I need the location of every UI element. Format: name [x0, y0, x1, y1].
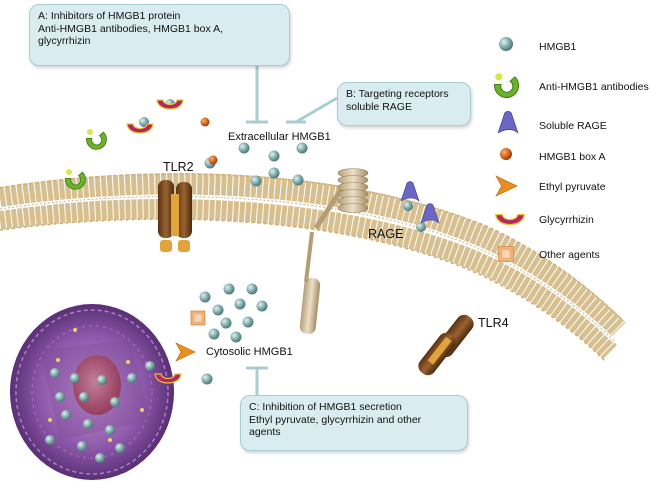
hmgb1-molecule [95, 453, 105, 463]
hmgb1-box-a-molecule [208, 155, 218, 165]
hmgb1-molecule [201, 373, 213, 385]
hmgb1-molecule [292, 174, 304, 186]
hmgb1-molecule [250, 175, 262, 187]
inhibitor-agents [65, 99, 440, 384]
hmgb1-molecule [55, 392, 65, 402]
tlr4-label: TLR4 [478, 316, 509, 330]
callout-c-secretion-inhibition: C: Inhibition of HMGB1 secretion Ethyl p… [240, 395, 468, 451]
callout-a-line2: Anti-HMGB1 antibodies, HMGB1 box A, [38, 22, 223, 35]
legend-label-box-a: HMGB1 box A [539, 151, 606, 163]
hmgb1-molecule [268, 167, 280, 179]
callout-a-title: A: Inhibitors of HMGB1 protein [38, 10, 181, 22]
legend-label-other-agents: Other agents [539, 249, 600, 261]
hmgb1-molecule [105, 425, 115, 435]
legend-label-hmgb1: HMGB1 [539, 41, 577, 53]
ethyl-pyruvate-icon [495, 175, 518, 197]
ethyl-pyruvate-molecule [175, 342, 196, 362]
callout-a-line3: glycyrrhizin [38, 35, 91, 47]
hmgb1-molecule [403, 201, 413, 211]
hmgb1-molecule [220, 317, 232, 329]
soluble-rage-molecule [420, 203, 440, 224]
tlr4-receptor [418, 314, 474, 376]
callout-b-title: B: Targeting receptors [346, 88, 449, 100]
hmgb1-molecule [212, 304, 224, 316]
hmgb1-molecule [127, 373, 137, 383]
hmgb1-molecule [234, 298, 246, 310]
glycyrrhizin-icon [494, 213, 526, 226]
tlr2-label: TLR2 [163, 160, 194, 174]
hmgb1-molecule [50, 368, 60, 378]
hmgb1-molecule [223, 283, 235, 295]
hmgb1-sphere-icon [499, 37, 513, 51]
inhibition-lines [246, 66, 338, 395]
cell-nucleus [10, 304, 174, 480]
cell-membrane [0, 173, 626, 363]
hmgb1-molecule [79, 392, 89, 402]
hmgb1-molecule [77, 441, 87, 451]
hmgb1-box-a-molecule [200, 117, 210, 127]
legend-label-ethyl-pyruvate: Ethyl pyruvate [539, 181, 606, 193]
hmgb1-molecule [246, 283, 258, 295]
hmgb1-molecule [61, 410, 71, 420]
hmgb1-molecule [115, 443, 125, 453]
soluble-rage-molecule [400, 181, 420, 202]
anti-hmgb1-antibody [65, 169, 86, 190]
tlr2-receptor [158, 180, 192, 252]
legend-icons [494, 37, 526, 262]
hmgb1-molecule [230, 331, 242, 343]
hmgb1-molecule [416, 222, 426, 232]
hmgb1-molecule [97, 375, 107, 385]
other-agents-icon [498, 246, 514, 262]
callout-a-hmgb1-inhibitors: A: Inhibitors of HMGB1 protein Anti-HMGB… [29, 4, 290, 66]
antibody-crescent-icon [494, 73, 519, 99]
soluble-rage-icon [497, 111, 519, 134]
glycyrrhizin-molecule [126, 123, 154, 134]
anti-hmgb1-antibody [86, 129, 107, 150]
cytosolic-hmgb1-label: Cytosolic HMGB1 [206, 346, 293, 358]
legend-label-soluble-rage: Soluble RAGE [539, 120, 607, 132]
box-a-icon [500, 148, 512, 160]
rage-label: RAGE [368, 227, 404, 241]
callout-c-title: C: Inhibition of HMGB1 secretion [249, 401, 402, 413]
callout-c-line3: agents [249, 426, 281, 438]
hmgb1-molecule [208, 328, 220, 340]
legend-label-antibodies: Anti-HMGB1 antibodies [539, 81, 649, 93]
hmgb1-molecule [268, 150, 280, 162]
hmgb1-molecule [45, 435, 55, 445]
hmgb1-molecule [256, 300, 268, 312]
glycyrrhizin-molecule [156, 99, 184, 110]
hmgb1-molecule [145, 361, 155, 371]
legend-label-glycyrrhizin: Glycyrrhizin [539, 214, 594, 226]
callout-c-line2: Ethyl pyruvate, glycyrrhizin and other [249, 413, 422, 426]
hmgb1-molecule [83, 419, 93, 429]
rage-receptor [299, 168, 369, 334]
callout-b-targeting-receptors: B: Targeting receptors soluble RAGE [337, 82, 471, 126]
hmgb1-molecule [70, 373, 80, 383]
other-agent-molecule [190, 310, 206, 326]
hmgb1-molecule [296, 142, 308, 154]
extracellular-hmgb1-label: Extracellular HMGB1 [228, 131, 331, 143]
hmgb1-molecule [238, 142, 250, 154]
hmgb1-molecule [242, 316, 254, 328]
hmgb1-molecule [199, 291, 211, 303]
hmgb1-molecule [110, 397, 120, 407]
callout-b-line2: soluble RAGE [346, 100, 412, 113]
glycyrrhizin-molecule [154, 373, 182, 384]
